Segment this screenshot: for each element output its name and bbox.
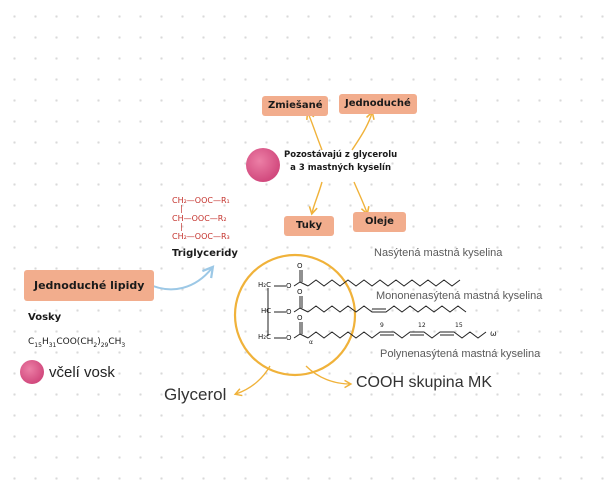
atom-o-3: O [286, 334, 292, 342]
pink-bullet-icon [20, 360, 44, 384]
triglyceride-row3: CH₂—OOC—R₃ [172, 232, 230, 241]
triglyceride-bond2: | [180, 222, 183, 231]
atom-o-5: O [297, 288, 303, 296]
triglyceride-row1: CH₂—OOC—R₁ [172, 196, 230, 205]
omega-label: ω [490, 329, 497, 338]
atom-h2c-bot: H₂C [258, 333, 271, 341]
position-9: 9 [380, 322, 384, 329]
arrow-to-oleje [353, 181, 370, 216]
arrow-to-cooh [305, 365, 353, 389]
triglyceride-row2: CH—OOC—R₂ [172, 214, 227, 223]
tag-tuky: Tuky [284, 216, 335, 236]
pink-bullet-icon [246, 148, 280, 182]
atom-o-4: O [297, 262, 303, 270]
label-polyunsaturated-fa: Polynenasýtená mastná kyselina [380, 348, 541, 360]
atom-o-1: O [286, 282, 292, 290]
monounsaturated-chain [307, 305, 467, 313]
saturated-chain [307, 279, 461, 287]
cooh-label: COOH skupina MK [356, 374, 493, 391]
position-15: 15 [455, 322, 463, 329]
vosky-heading: Vosky [28, 312, 62, 323]
composition-note-line1: Pozostávajú z glycerolu [284, 150, 398, 160]
glycerol-label: Glycerol [164, 385, 227, 404]
tag-oleje: Oleje [353, 212, 406, 232]
tag-zmesane: Zmiešané [262, 96, 329, 116]
atom-h2c-top: H₂C [258, 281, 271, 289]
atom-o-2: O [286, 308, 292, 316]
triglyceride-bond1: | [180, 204, 183, 213]
ester-groups [293, 270, 309, 339]
label-saturated-fa: Nasýtená mastná kyselina [374, 247, 503, 259]
glycerol-backbone [267, 285, 286, 339]
triglyceridy-caption: Triglyceridy [172, 248, 238, 259]
arrow-to-zmesane [306, 110, 323, 151]
polyunsaturated-chain [307, 331, 487, 339]
arrow-to-jednoduche [351, 110, 375, 151]
arrow-to-triglyceridy [145, 265, 215, 291]
tag-jednoduche-lipidy: Jednoduché lipidy [24, 270, 155, 301]
label-monounsaturated-fa: Mononenasýtená mastná kyselina [376, 290, 543, 302]
position-12: 12 [418, 322, 426, 329]
alpha-label: α [309, 339, 313, 346]
arrow-to-tuky [308, 181, 323, 216]
atom-o-6: O [297, 314, 303, 322]
arrow-to-glycerol [233, 365, 271, 397]
tag-jednoduche: Jednoduché [339, 94, 417, 114]
wax-formula: C15H31COO(CH2)29CH3 [28, 337, 126, 349]
composition-note: Pozostávajú z glycerolu a 3 mastných kys… [284, 149, 397, 175]
atom-hc-mid: HC [261, 307, 272, 315]
composition-note-line2: a 3 mastných kyselín [290, 163, 391, 173]
glycerol-highlight-circle [233, 253, 357, 377]
vceli-vosk-label: včelí vosk [49, 364, 115, 381]
